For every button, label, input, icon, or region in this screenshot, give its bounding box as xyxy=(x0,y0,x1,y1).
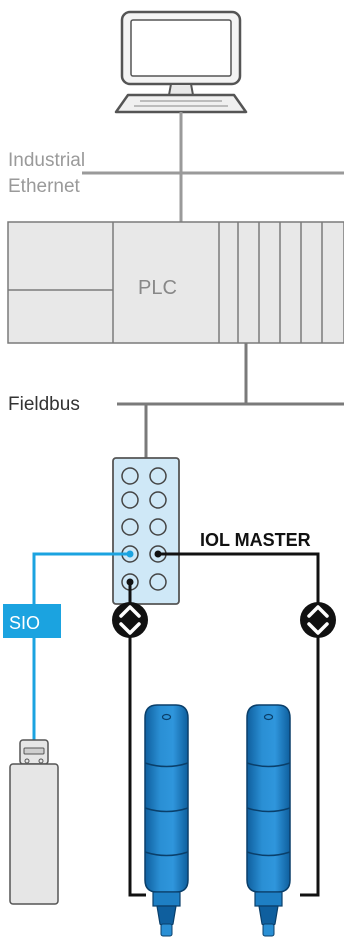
iol-master-label: IOL MASTER xyxy=(200,530,311,550)
io-link-cable-left xyxy=(128,582,146,897)
io-link-sensor-left xyxy=(144,704,189,937)
plc-label: PLC xyxy=(138,277,177,299)
io-link-symbol-icon xyxy=(112,602,148,638)
plc-rack xyxy=(7,221,344,344)
io-link-sensor-right xyxy=(246,704,291,937)
sio-badge xyxy=(3,604,61,638)
iol-master-module xyxy=(112,457,180,605)
sio-label: SIO xyxy=(9,613,40,633)
computer-icon xyxy=(114,10,248,114)
industrial-ethernet-label-line2: Ethernet xyxy=(8,176,81,197)
sio-cable xyxy=(32,552,130,740)
io-link-cable-right xyxy=(158,552,320,897)
fieldbus-label: Fieldbus xyxy=(8,394,80,415)
io-link-symbol-icon xyxy=(300,602,336,638)
sio-sensor-device xyxy=(9,739,59,905)
industrial-ethernet-label-line1: Industrial xyxy=(8,150,85,171)
